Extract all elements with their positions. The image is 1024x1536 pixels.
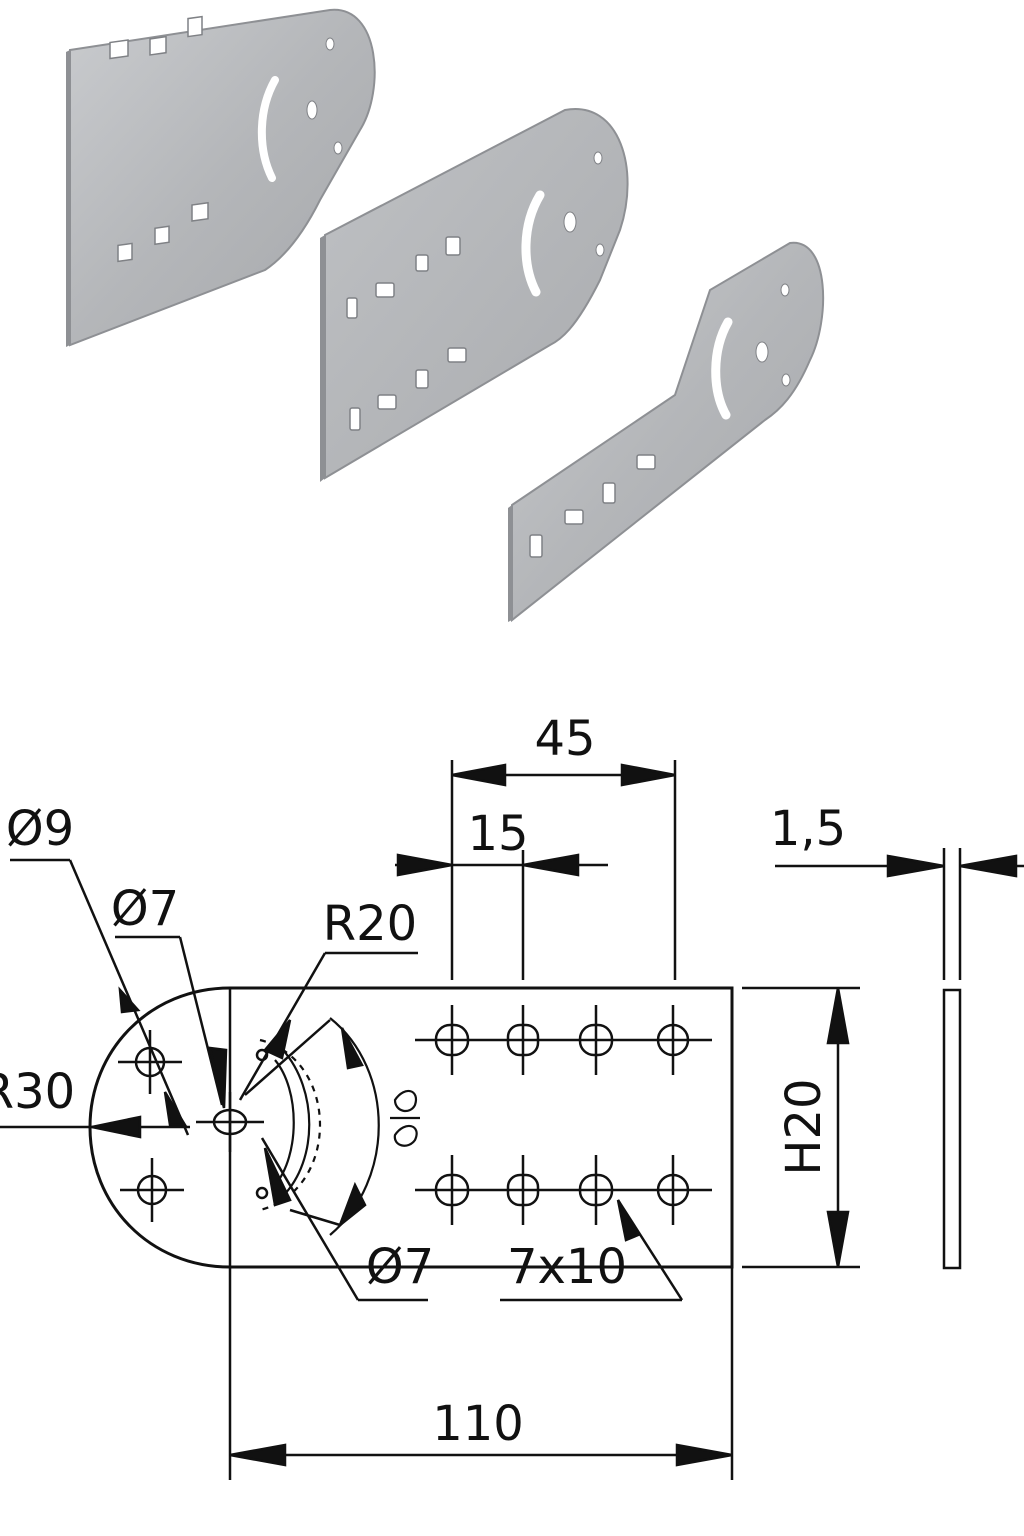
dim-15: [395, 850, 608, 980]
label-dia7-top: Ø7: [111, 881, 179, 937]
label-r20: R20: [323, 896, 417, 952]
dim-h20: [742, 986, 860, 1269]
label-r30: R30: [0, 1064, 75, 1120]
label-110: 110: [432, 1396, 524, 1452]
plate-outline: [88, 986, 734, 1480]
plate-long-arc-slot: [521, 190, 545, 297]
label-15: 15: [467, 806, 528, 862]
leader-r20: [238, 951, 418, 1101]
label-dia7-bottom: Ø7: [366, 1239, 434, 1295]
side-view: [775, 848, 1024, 1270]
label-7x10: 7x10: [507, 1239, 627, 1295]
dim-45: [450, 760, 677, 980]
center-mark: [390, 1089, 420, 1147]
label-dia9: Ø9: [6, 801, 74, 857]
plate-short-slots: [109, 15, 209, 263]
leader-dia9: [10, 858, 190, 1136]
leader-r30: [0, 1115, 190, 1139]
slot-holes: [415, 1005, 712, 1225]
label-thickness: 1,5: [770, 801, 846, 857]
plate-short-arc-slot: [257, 76, 279, 182]
plate-offset-arc-slot: [711, 317, 733, 420]
plate-short: [66, 8, 376, 347]
plate-offset: [508, 241, 825, 623]
dim-110: [229, 1443, 733, 1467]
label-45: 45: [534, 711, 595, 767]
end-holes: [118, 1030, 269, 1222]
leader-dia7-top: [115, 935, 228, 1109]
leader-7x10: [500, 1199, 684, 1302]
label-h20: H20: [776, 1078, 832, 1175]
plate-long: [320, 108, 629, 482]
leader-dia7-bottom: [260, 1137, 428, 1302]
plate-offset-slots: [529, 454, 656, 558]
plate-long-slots: [346, 236, 467, 431]
